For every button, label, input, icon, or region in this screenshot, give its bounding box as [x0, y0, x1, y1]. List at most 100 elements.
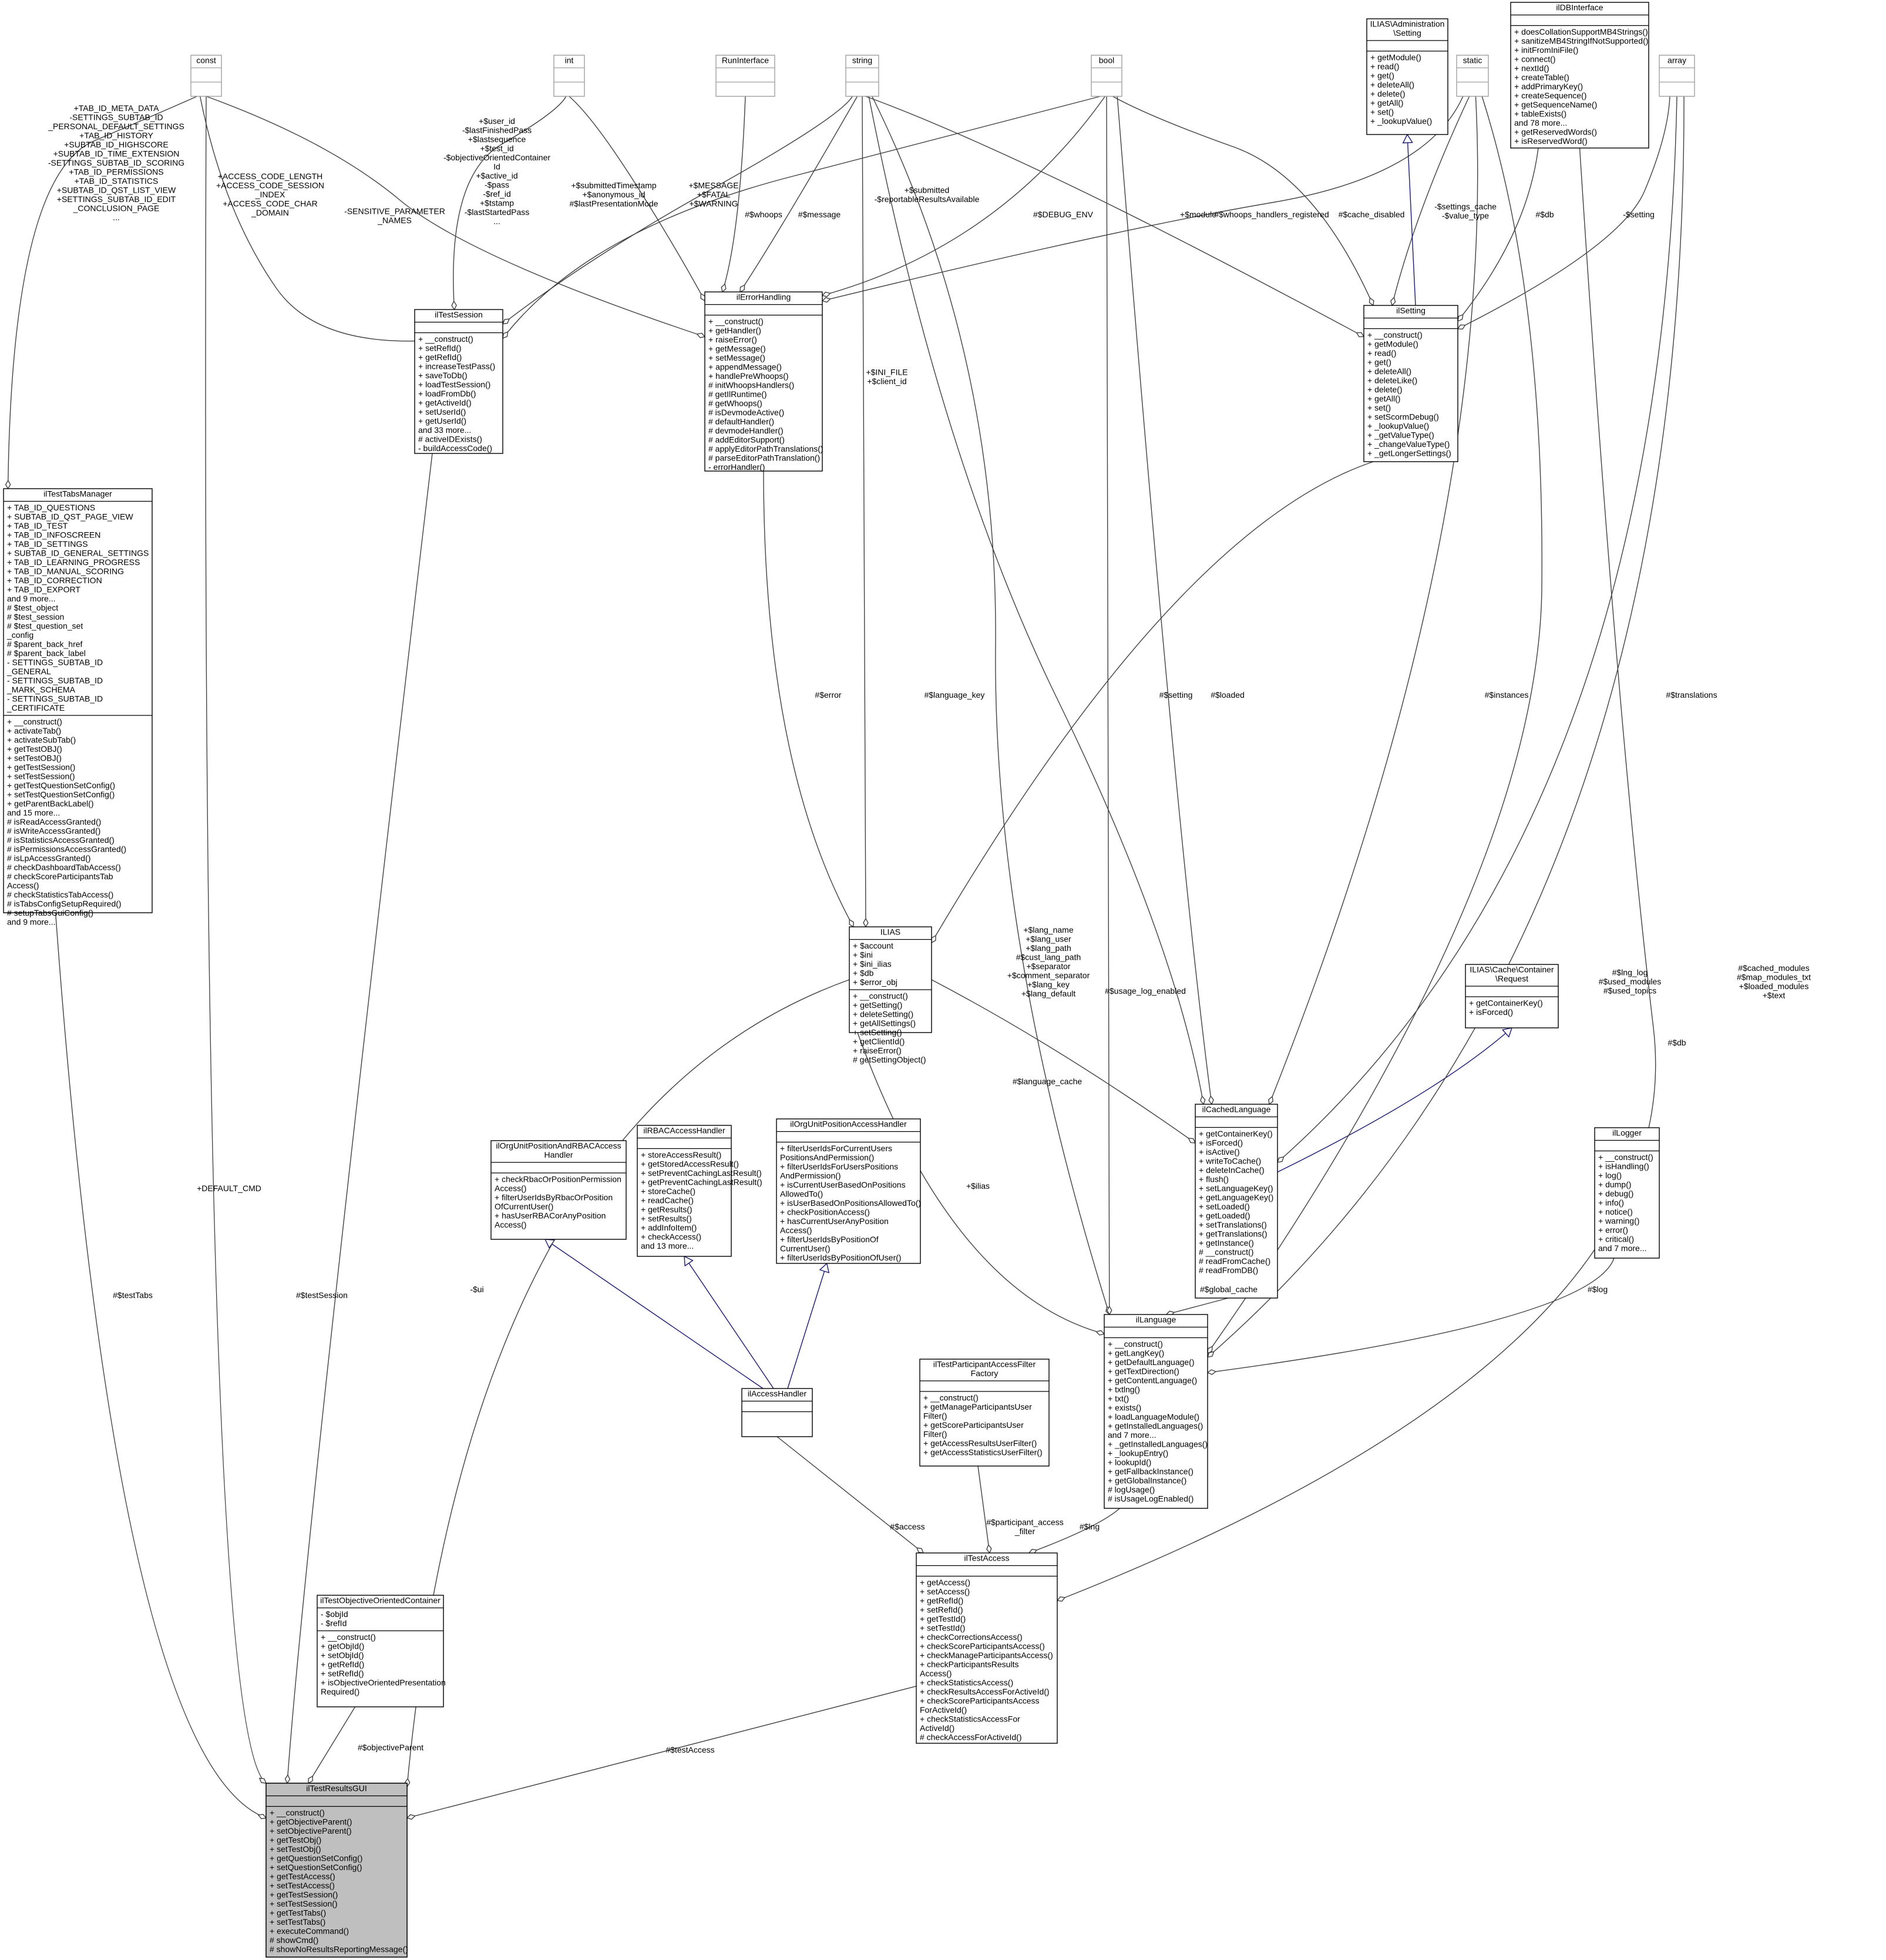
class-title: ilTestObjectiveOrientedContainer [320, 1596, 441, 1605]
class-title: ilAccessHandler [748, 1389, 807, 1398]
edge-label: #$db [1668, 1038, 1686, 1047]
class-method: + setTestOBJ() [7, 754, 62, 763]
class-method: # devmodeHandler() [708, 426, 784, 435]
edge-ilAccessHandler-ilOrgUnitPositionAndRBACAccessHandler [544, 1239, 764, 1389]
edge-label: +$MESSAGE [688, 181, 738, 190]
class-method: + getReservedWords() [1514, 127, 1597, 137]
class-attribute: - SETTINGS_SUBTAB_ID [7, 658, 103, 667]
class-method: + handlePreWhoops() [708, 371, 789, 381]
class-title: ilTestSession [435, 310, 483, 320]
edge-label: #$translations [1666, 690, 1717, 700]
class-title: ilSetting [1396, 306, 1426, 315]
class-method: + __construct() [7, 717, 62, 727]
class-method: + __construct() [853, 991, 908, 1001]
class-method: + isForced() [1199, 1138, 1243, 1148]
aggregation-diamond [257, 1814, 267, 1820]
class-method: + getTextDirection() [1108, 1367, 1179, 1376]
class-method: + activateTab() [7, 726, 61, 735]
edge-ilLanguage-ILIAS [857, 1032, 1105, 1334]
edge-ilTestResultsGUI-ilTestAccess [406, 1686, 917, 1818]
aggregation-diamond [1206, 1369, 1217, 1375]
edge-labels: +TAB_ID_META_DATA-SETTINGS_SUBTAB_ID_PER… [48, 103, 1811, 1754]
class-method: + setRefId() [920, 1605, 963, 1615]
aggregation-diamond [700, 293, 705, 302]
edge-label: +SUBTAB_ID_HIGHSCORE [64, 140, 169, 149]
class-method: + loadLanguageModule() [1108, 1412, 1199, 1421]
class-method: + setTestSession() [7, 772, 75, 781]
inheritance-arrow [1501, 1027, 1513, 1038]
class-title: ilCachedLanguage [1202, 1105, 1271, 1114]
class-method: + getUserId() [418, 416, 466, 426]
edge-ilCachedLanguage-bool [1117, 96, 1212, 1105]
edge-label: -$ui [470, 1285, 483, 1294]
class-title: ilErrorHandling [737, 293, 791, 302]
class-method: + setResults() [641, 1214, 692, 1223]
class-method: + setScormDebug() [1367, 412, 1439, 422]
class-method: + getActiveId() [418, 398, 472, 408]
class-title: const [196, 56, 216, 65]
aggregation-diamond [308, 1775, 314, 1784]
class-attribute: _CERTIFICATE [6, 703, 65, 712]
class-method: + getAccess() [920, 1578, 970, 1587]
edge-ilErrorHandling-RunInterface [722, 96, 746, 293]
aggregation-diamond [821, 297, 831, 303]
class-method: # getSettingObject() [853, 1055, 926, 1064]
class-method: + getAll() [1370, 98, 1403, 107]
class-method: # checkStatisticsTabAccess() [7, 890, 113, 899]
class-method: # activeIDExists() [418, 435, 482, 444]
class-attribute: + TAB_ID_LEARNING_PROGRESS [7, 557, 140, 567]
edge-label: +DEFAULT_CMD [197, 1184, 261, 1193]
aggregation-diamond [821, 291, 831, 297]
class-attribute: _MARK_SCHEMA [6, 685, 76, 694]
class-attribute: + SUBTAB_ID_GENERAL_SETTINGS [7, 549, 149, 558]
edge-label: +$ilias [966, 1181, 990, 1191]
class-box-static: static [1456, 55, 1489, 97]
edge-label: #$instances [1485, 690, 1529, 700]
edge-label: Id [493, 162, 500, 171]
edge-label: -$setting [1623, 210, 1655, 219]
class-method: + getTestAccess() [270, 1872, 335, 1881]
edge-ilErrorHandling-bool [822, 96, 1105, 296]
class-frame [1465, 964, 1559, 1028]
class-frame [1104, 1314, 1208, 1509]
edge-label: -$settings_cache [1434, 201, 1497, 211]
class-title: ILIAS [880, 927, 900, 937]
class-method: + sanitizeMB4StringIfNotSupported() [1514, 36, 1648, 46]
class-attribute: + TAB_ID_INFOSCREEN [7, 530, 100, 540]
class-method: # logUsage() [1108, 1485, 1155, 1494]
edge-label: -$value_type [1442, 211, 1489, 220]
class-method: Access() [495, 1184, 526, 1193]
class-box-AdminSetting: ILIAS\Administration\Setting+ getModule(… [1366, 18, 1448, 135]
class-frame [1366, 18, 1448, 135]
class-method: + warning() [1598, 1216, 1639, 1226]
edge-ilCachedLanguage-ILIAS [931, 979, 1196, 1144]
class-method: + _lookupValue() [1367, 421, 1429, 431]
edge-ilLanguage-bool [1106, 96, 1110, 1315]
aggregation-diamond [502, 318, 510, 325]
class-title: ilTestTabsManager [43, 489, 112, 499]
edge-label: +$INI_FILE [866, 367, 907, 376]
class-method: + getTestSession() [7, 762, 75, 772]
class-frame [741, 1388, 813, 1437]
class-box-ilCachedLanguage: ilCachedLanguage+ getContainerKey()+ isF… [1195, 1104, 1278, 1299]
class-method: + getResults() [641, 1205, 692, 1214]
aggregation-diamond [1457, 324, 1466, 330]
class-method: + dump() [1598, 1180, 1631, 1189]
edge-label: -$objectiveOrientedContainer [443, 153, 550, 162]
class-method: + getGlobalInstance() [1108, 1476, 1186, 1485]
class-title: ilLogger [1612, 1128, 1642, 1138]
edge-label: #$cache_disabled [1339, 210, 1405, 219]
edge-ilCachedLanguage-string [868, 96, 1204, 1105]
edge-label: +$loaded_modules [1739, 981, 1809, 991]
edge-label: +$client_id [867, 376, 906, 386]
class-box-const: const [190, 55, 222, 97]
class-method: + isActive() [1199, 1147, 1240, 1156]
aggregation-diamond [986, 1544, 992, 1554]
class-method: and 7 more... [1598, 1243, 1647, 1253]
aggregation-diamond [1188, 1138, 1196, 1144]
edge-label: _DOMAIN [251, 208, 289, 217]
edge-label: #$map_modules_txt [1737, 972, 1811, 981]
class-method: + getRefId() [321, 1660, 364, 1669]
class-box-array: array [1659, 55, 1695, 97]
